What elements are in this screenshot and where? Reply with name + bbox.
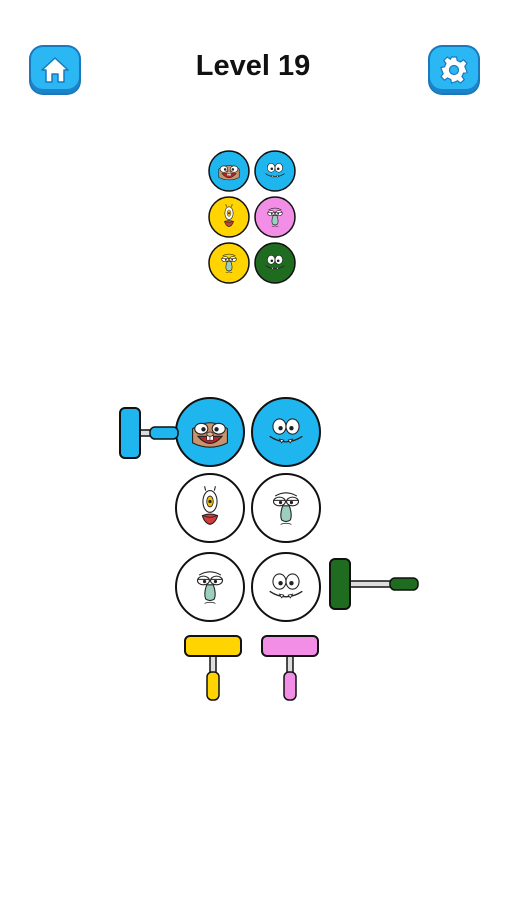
home-icon	[41, 57, 69, 83]
cyan-roller-grip	[149, 426, 179, 440]
puzzle-cell-4[interactable]	[251, 473, 321, 543]
puzzle-cell-1[interactable]	[175, 397, 245, 467]
level-title: Level 19	[195, 50, 311, 82]
green-roller-rod	[349, 580, 393, 588]
blob-face-icon	[269, 573, 303, 599]
squid-face-icon	[267, 207, 283, 227]
blob-face-icon	[265, 255, 285, 270]
pink-roller[interactable]	[261, 635, 319, 701]
target-cell-6	[254, 242, 296, 284]
puzzle-cell-3[interactable]	[175, 473, 245, 543]
puzzle-cell-2[interactable]	[251, 397, 321, 467]
squid-face-icon	[196, 571, 224, 604]
target-cell-6-disc	[254, 242, 296, 284]
pink-roller-grip	[283, 671, 297, 701]
target-cell-1	[208, 150, 250, 192]
target-cell-2	[254, 150, 296, 192]
cyan-roller[interactable]	[119, 407, 179, 459]
sandy-face-icon	[192, 422, 228, 448]
target-cell-2-disc	[254, 150, 296, 192]
target-cell-3	[208, 196, 250, 238]
puzzle-cell-2-disc	[251, 397, 321, 467]
settings-button[interactable]	[430, 47, 478, 93]
puzzle-cell-5[interactable]	[175, 552, 245, 622]
blob-face-icon	[269, 418, 303, 444]
squid-face-icon	[272, 492, 300, 525]
puzzle-cell-6[interactable]	[251, 552, 321, 622]
green-roller[interactable]	[329, 558, 419, 610]
squid-face-icon	[221, 253, 237, 273]
pink-roller-drum	[261, 635, 319, 657]
target-cell-4	[254, 196, 296, 238]
home-button[interactable]	[31, 47, 79, 93]
yellow-roller[interactable]	[184, 635, 242, 701]
blob-face-icon	[265, 163, 285, 178]
target-cell-5	[208, 242, 250, 284]
green-roller-grip	[389, 577, 419, 591]
yellow-roller-grip	[206, 671, 220, 701]
yellow-roller-drum	[184, 635, 242, 657]
puzzle-cell-6-disc	[251, 552, 321, 622]
plankton-face-icon	[201, 486, 219, 525]
sandy-face-icon	[218, 165, 240, 181]
green-roller-drum	[329, 558, 351, 610]
cyan-roller-drum	[119, 407, 141, 459]
gear-icon	[440, 56, 468, 84]
plankton-face-icon	[224, 204, 234, 227]
